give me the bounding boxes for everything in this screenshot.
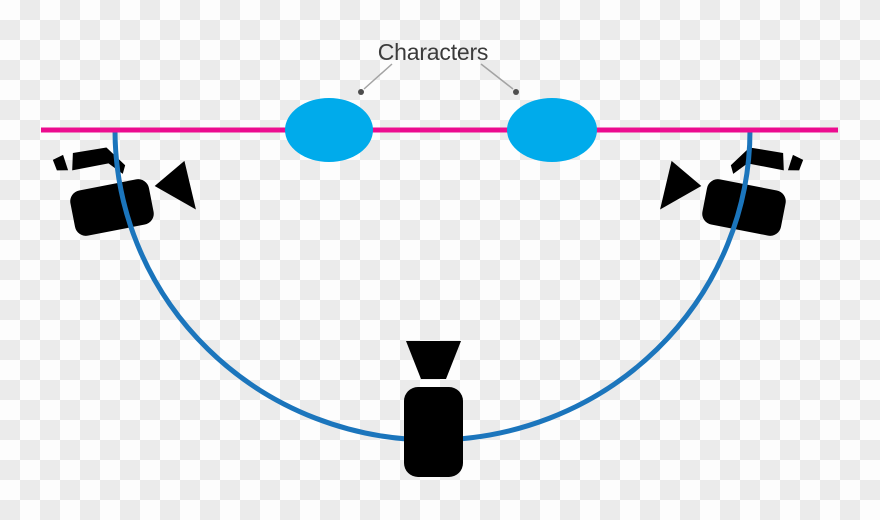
character-marker-left	[285, 98, 373, 162]
arrow-head-dot-right	[513, 89, 519, 95]
label-arrow-left	[358, 63, 393, 95]
camera-top-view-body	[404, 387, 463, 477]
camera-top-view-lens	[406, 341, 461, 379]
arrow-line-right	[480, 63, 514, 90]
arrow-head-dot-left	[358, 89, 364, 95]
camera-top-view-icon	[404, 341, 463, 477]
camcorder-icon-right	[659, 131, 804, 240]
character-marker-right	[507, 98, 597, 162]
characters-label: Characters	[377, 39, 489, 65]
arrow-line-left	[363, 63, 393, 90]
camcorder-icon-left	[52, 131, 197, 240]
label-arrow-right	[480, 63, 519, 95]
